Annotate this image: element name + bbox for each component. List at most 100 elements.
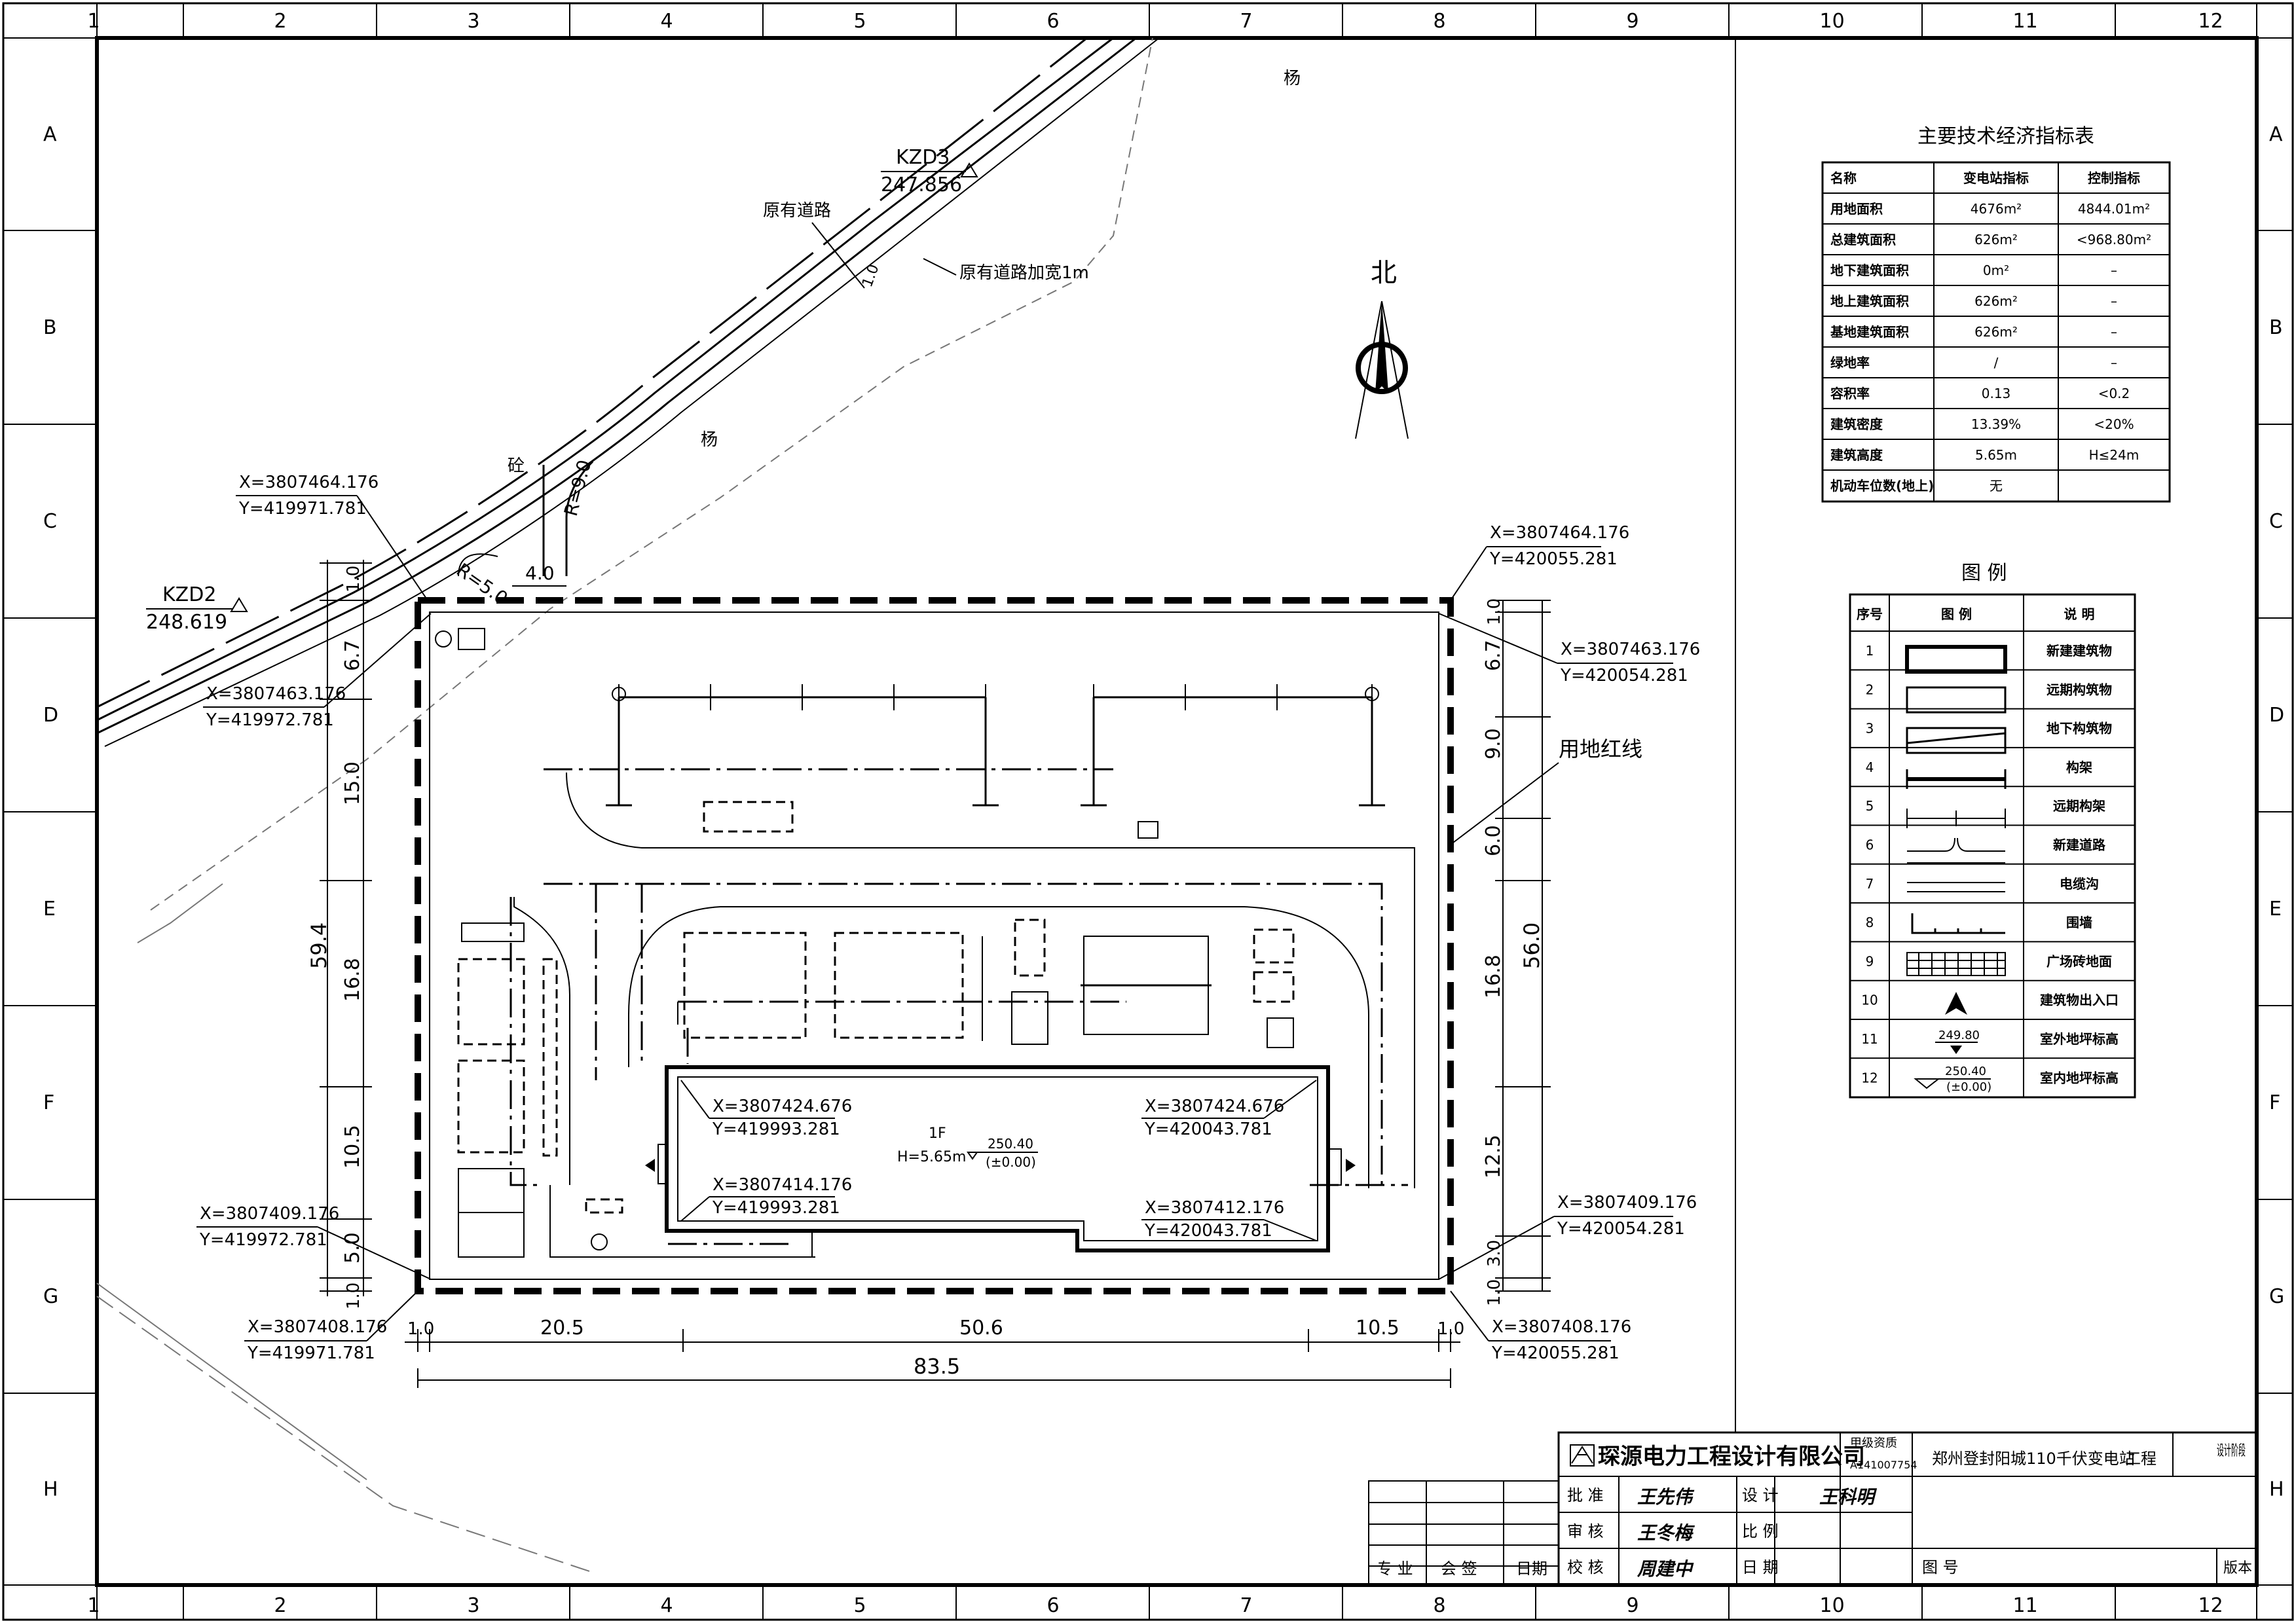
coord-label: X=3807463.176 Y=419972.781: [203, 613, 432, 730]
review-label: 审 核: [1567, 1522, 1604, 1541]
dim-left: 6.7: [341, 640, 364, 671]
grid-row-label: A: [2269, 123, 2283, 146]
coord-label: X=3807408.176 Y=420055.281: [1450, 1290, 1631, 1363]
road-widen-label: 原有道路加宽1m: [959, 263, 1089, 283]
legend-no: 6: [1866, 837, 1874, 853]
grid-row-label: H: [2269, 1478, 2284, 1501]
grid-row-label: F: [2269, 1091, 2280, 1114]
svg-text:(±0.00): (±0.00): [1946, 1080, 1991, 1094]
dim-bottom: 1.0: [407, 1319, 434, 1339]
approve-label: 批 准: [1567, 1486, 1604, 1504]
grid-row-label: C: [43, 510, 57, 533]
building-elev: 250.40: [988, 1136, 1033, 1152]
grid-column-label: 12: [2198, 10, 2223, 33]
gate-width-label: 4.0: [525, 562, 555, 584]
legend-no: 11: [1861, 1031, 1878, 1047]
dim-right: 1.0: [1485, 598, 1504, 625]
dim-left: 15.0: [341, 761, 364, 805]
grid-row-label: A: [43, 123, 57, 146]
indicator-cell: 4844.01m²: [2078, 201, 2150, 217]
legend-no: 7: [1866, 876, 1874, 892]
grid-row-label: H: [43, 1478, 58, 1501]
access-road: R=9.0 R=5.0 4.0: [453, 458, 595, 610]
indicator-cell: H≤24m: [2089, 447, 2139, 463]
indicator-header: 变电站指标: [1963, 170, 2029, 186]
grid-row-label: D: [43, 704, 58, 727]
coord-label: X=3807424.676 Y=419993.281: [680, 1080, 852, 1139]
legend-symbol-underground: [1906, 727, 2007, 754]
grid-column-label: 11: [2013, 1594, 2038, 1617]
entrance-arrow-icon: [1346, 1159, 1356, 1172]
dim-left: 1.0: [344, 566, 363, 593]
indicator-cell: 626m²: [1974, 232, 2018, 247]
legend-desc: 构架: [2066, 759, 2092, 775]
dim-left: 1.0: [344, 1283, 363, 1309]
svg-text:X=3807414.176: X=3807414.176: [713, 1175, 852, 1195]
survey-triangle-icon: [960, 162, 978, 177]
svg-text:Y=419972.781: Y=419972.781: [199, 1230, 327, 1250]
dim-left: 5.0: [341, 1232, 364, 1264]
equipment: [435, 628, 1295, 1258]
grid-row-label: F: [43, 1091, 54, 1114]
dim-bottom: 1.0: [1437, 1319, 1464, 1339]
lightning-rod-icon: [1365, 687, 1379, 701]
grid-column-label: 4: [661, 1594, 673, 1617]
indicator-cell: <968.80m²: [2077, 232, 2151, 247]
legend-desc: 围墙: [2066, 915, 2092, 930]
legend-desc: 新建道路: [2053, 837, 2106, 853]
legend-symbol-future-gantry: [1906, 809, 2006, 828]
legend-title: 图 例: [1961, 562, 2007, 585]
indicator-cell: 机动车位数(地上): [1830, 478, 1934, 494]
grid-row-label: G: [2269, 1285, 2284, 1308]
indicator-cell: 用地面积: [1830, 201, 1883, 217]
legend-desc: 远期构架: [2053, 798, 2105, 814]
widen-dim-label: 1.0: [859, 263, 882, 289]
legend-desc: 广场砖地面: [2046, 953, 2112, 969]
tree-label-1: 杨: [1284, 69, 1301, 88]
indicator-cell: 容积率: [1830, 386, 1870, 401]
grid-row-label: B: [43, 316, 57, 339]
svg-text:X=3807464.176: X=3807464.176: [1490, 523, 1629, 543]
svg-text:X=3807409.176: X=3807409.176: [200, 1204, 339, 1224]
grid-row-label: E: [2269, 898, 2282, 921]
dimensions: 59.4 1.0 6.7 15.0 16.8 10.5 5.0 1.0 1.0 …: [306, 560, 1551, 1388]
svg-text:X=3807408.176: X=3807408.176: [1492, 1317, 1631, 1337]
dim-right: 6.0: [1482, 825, 1505, 856]
survey-triangle-icon: [230, 597, 248, 612]
field-boundary: [96, 37, 1153, 1572]
svg-text:X=3807408.176: X=3807408.176: [248, 1317, 387, 1337]
existing-road: [96, 37, 1160, 747]
version-label: 版本: [2223, 1560, 2252, 1577]
indicator-cell: 626m²: [1974, 324, 2018, 340]
radius-9-label: R=9.0: [560, 458, 596, 519]
grid-column-label: 8: [1434, 10, 1446, 33]
design-stage: 设计阶段: [2217, 1443, 2246, 1459]
coord-label: X=3807409.176 Y=420054.281: [1438, 1193, 1697, 1280]
legend-symbol-fence: [1911, 913, 2005, 934]
grid-column-label: 6: [1047, 1594, 1060, 1617]
internal-roads: [509, 768, 1408, 1245]
kzd2-name: KZD2: [162, 583, 216, 606]
legend-no: 1: [1866, 643, 1874, 659]
indicator-cell: /: [1994, 355, 1999, 371]
grid-column-label: 6: [1047, 10, 1060, 33]
north-label: 北: [1371, 258, 1397, 288]
north-arrow: 北: [1355, 258, 1409, 439]
building-height: H=5.65m: [897, 1149, 966, 1165]
grid-column-label: 2: [274, 10, 287, 33]
design-label: 设 计: [1742, 1486, 1779, 1504]
legend-desc: 电缆沟: [2060, 876, 2099, 892]
dim-right: 1.0: [1485, 1279, 1504, 1306]
svg-text:Y=419993.281: Y=419993.281: [712, 1120, 840, 1139]
svg-text:X=3807463.176: X=3807463.176: [1561, 640, 1700, 659]
grid-row-label: C: [2269, 510, 2283, 533]
qualification-label: 甲级资质: [1850, 1436, 1897, 1450]
legend-no: 8: [1866, 915, 1874, 930]
svg-text:250.40: 250.40: [1945, 1065, 1986, 1078]
coord-label: X=3807424.676 Y=420043.781: [1141, 1080, 1317, 1139]
red-line-label: 用地红线: [1559, 737, 1642, 761]
gantry-frames: [606, 684, 1385, 807]
coord-label: X=3807463.176 Y=420054.281: [1438, 613, 1700, 685]
